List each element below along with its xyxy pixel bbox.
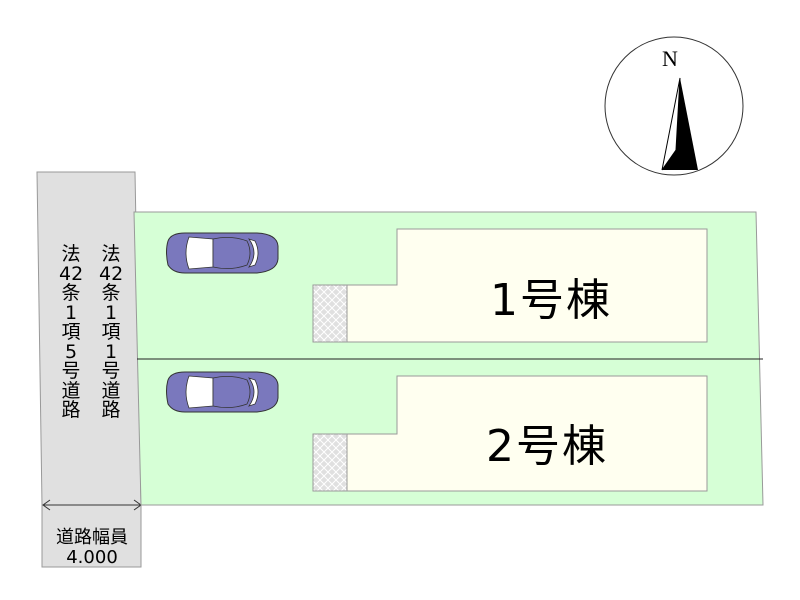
road-label-left: 法 42 条 1 項 5 号 道 路 (59, 243, 84, 421)
road-label-char: 項 (61, 321, 81, 343)
compass-north-label: N (662, 46, 678, 71)
car-icon (166, 371, 279, 413)
road-label-char: 1 (104, 301, 118, 324)
building-2-label: 2号棟 (486, 421, 608, 472)
road-label-char: 号 (101, 360, 121, 382)
road-label-char: 号 (61, 360, 81, 382)
road-label-char: 道 (61, 379, 81, 402)
road-label-char: 1 (104, 340, 118, 363)
road-label-char: 法 (61, 243, 81, 265)
road-label-char: 条 (101, 282, 121, 304)
road-label-char: 42 (99, 262, 124, 285)
road-label-char: 項 (101, 321, 121, 343)
road (36, 171, 142, 568)
road-label-char: 路 (101, 399, 121, 421)
road-label-char: 1 (64, 301, 78, 324)
north-arrow-icon (604, 36, 744, 176)
road-label-char: 42 (59, 262, 84, 285)
road-label-char: 法 (101, 243, 121, 265)
building-2-outline (312, 375, 708, 492)
road-label-right: 法 42 条 1 項 1 号 道 路 (99, 243, 124, 421)
road-label-char: 条 (61, 282, 81, 304)
building-1-outline (312, 228, 708, 343)
road-label-char: 道 (101, 379, 121, 402)
road-width-value: 4.000 (66, 547, 118, 568)
road-label-char: 5 (64, 340, 78, 363)
road-width-label: 道路幅員 (56, 527, 128, 548)
car-icon (166, 232, 279, 274)
building-1-label: 1号棟 (490, 275, 612, 326)
road-label-char: 路 (61, 399, 81, 421)
road-width: 道路幅員 4.000 (42, 528, 142, 568)
